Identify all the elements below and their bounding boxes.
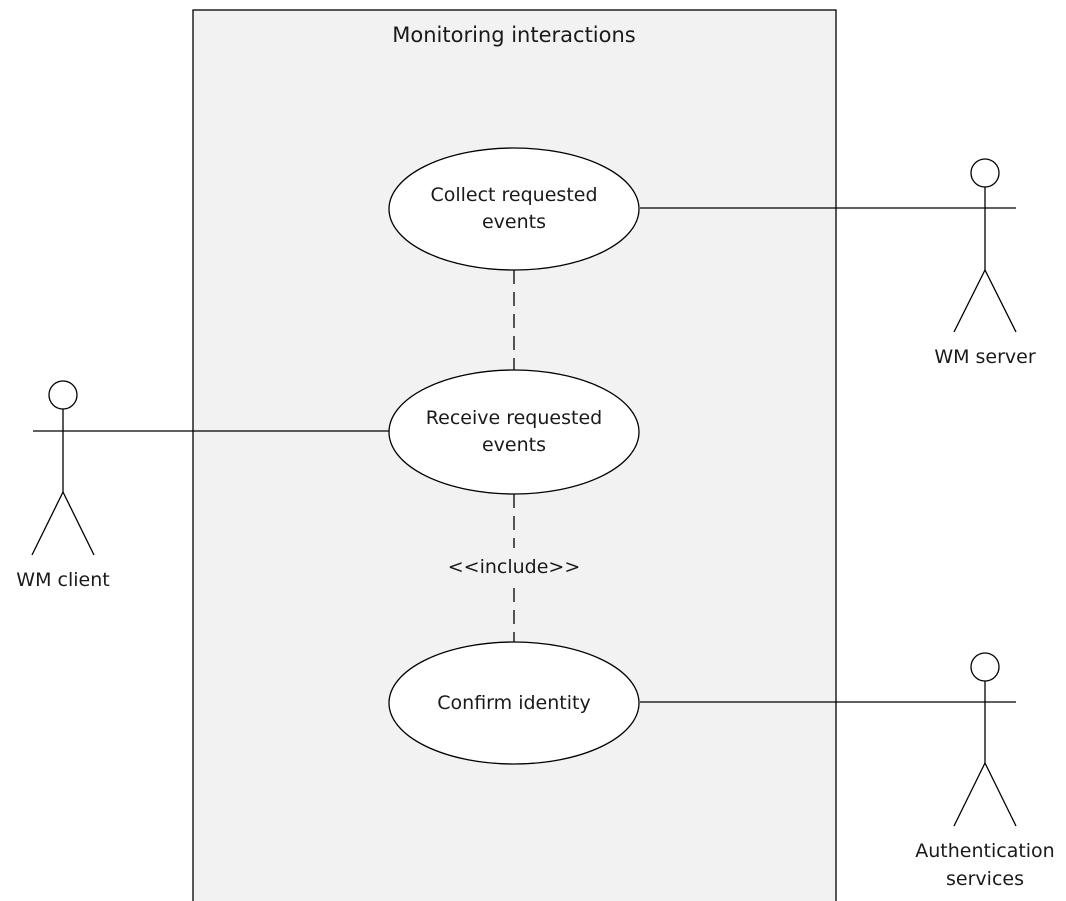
actor-label: WM client [16,569,109,591]
actor-label: WM server [934,346,1036,368]
use-case-receive-requested-events: Receive requested events [388,369,640,495]
actor-label: Authentication [915,840,1054,862]
actor-wm-client: WM client [16,380,110,591]
use-case-label: Collect requested [430,184,597,206]
actor-label: services [946,868,1024,890]
use-case-label: Receive requested [426,407,602,429]
stick-figure-icon [953,652,1017,827]
use-case-label: Confirm identity [437,692,590,714]
use-case-label: events [482,211,546,233]
actor-authentication-services: Authentication services [915,652,1055,890]
system-title: Monitoring interactions [392,23,636,47]
use-case-collect-requested-events: Collect requested events [388,147,640,271]
include-label: <<include>> [448,556,581,578]
stick-figure-icon [953,158,1017,333]
use-case-confirm-identity: Confirm identity [388,641,640,765]
stick-figure-icon [31,380,95,556]
actor-wm-server: WM server [934,158,1036,368]
use-case-label: events [482,434,546,456]
